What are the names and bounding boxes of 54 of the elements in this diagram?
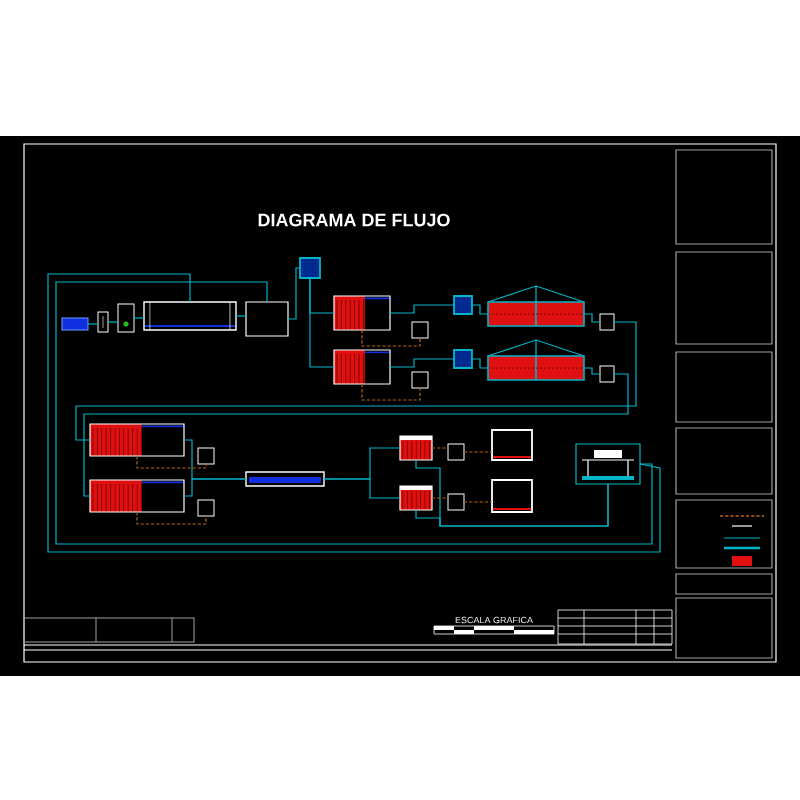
pump-box (299, 257, 321, 279)
pipe-line (583, 367, 601, 375)
chamber-box (117, 303, 135, 333)
hatched-tank (89, 479, 185, 513)
pipe-line (87, 323, 99, 325)
pipe-line (389, 304, 455, 314)
filter-tank (487, 355, 585, 381)
inlet-channel (61, 317, 89, 331)
pipe-line (183, 478, 247, 497)
hatched-tank (333, 295, 391, 331)
pipe-line (133, 317, 145, 319)
small-box (599, 365, 615, 383)
pipe-line (75, 321, 637, 441)
channel-tank (143, 301, 237, 331)
pipe-line (471, 304, 489, 315)
title: DIAGRAMA DE FLUJO (258, 213, 450, 227)
pump-box (453, 295, 473, 315)
dashed-line (136, 455, 207, 469)
hatched-tank (399, 485, 433, 511)
pipe-line (235, 315, 247, 317)
square-tank (491, 479, 533, 513)
dashed-line (361, 383, 421, 401)
pipe-line (471, 358, 489, 369)
pipe-line (83, 373, 629, 497)
square-tank (491, 429, 533, 461)
equipment (575, 443, 641, 485)
small-box (411, 371, 429, 389)
screen-box (97, 311, 109, 333)
small-box (447, 443, 465, 461)
pipe-line (415, 483, 609, 527)
pipe-line (323, 478, 401, 499)
small-box (197, 499, 215, 517)
hatched-tank (333, 349, 391, 385)
tank (245, 301, 289, 337)
small-box (447, 493, 465, 511)
pump-box (453, 349, 473, 369)
pipe-line (389, 358, 455, 368)
filter-tank (487, 301, 585, 327)
pipe-line (287, 267, 301, 320)
dashed-line (463, 501, 493, 503)
pipe-line (583, 313, 601, 323)
small-box (197, 447, 215, 465)
channel-tank (245, 471, 325, 487)
small-box (599, 313, 615, 331)
dashed-line (136, 511, 207, 525)
small-box (411, 321, 429, 339)
dashed-line (431, 497, 449, 499)
dashed-line (463, 451, 493, 453)
hatched-tank (89, 423, 185, 457)
pipe-line (309, 277, 335, 368)
dashed-line (361, 329, 421, 347)
hatched-tank (399, 435, 433, 461)
pipe-line (107, 321, 119, 323)
dashed-line (431, 447, 449, 449)
